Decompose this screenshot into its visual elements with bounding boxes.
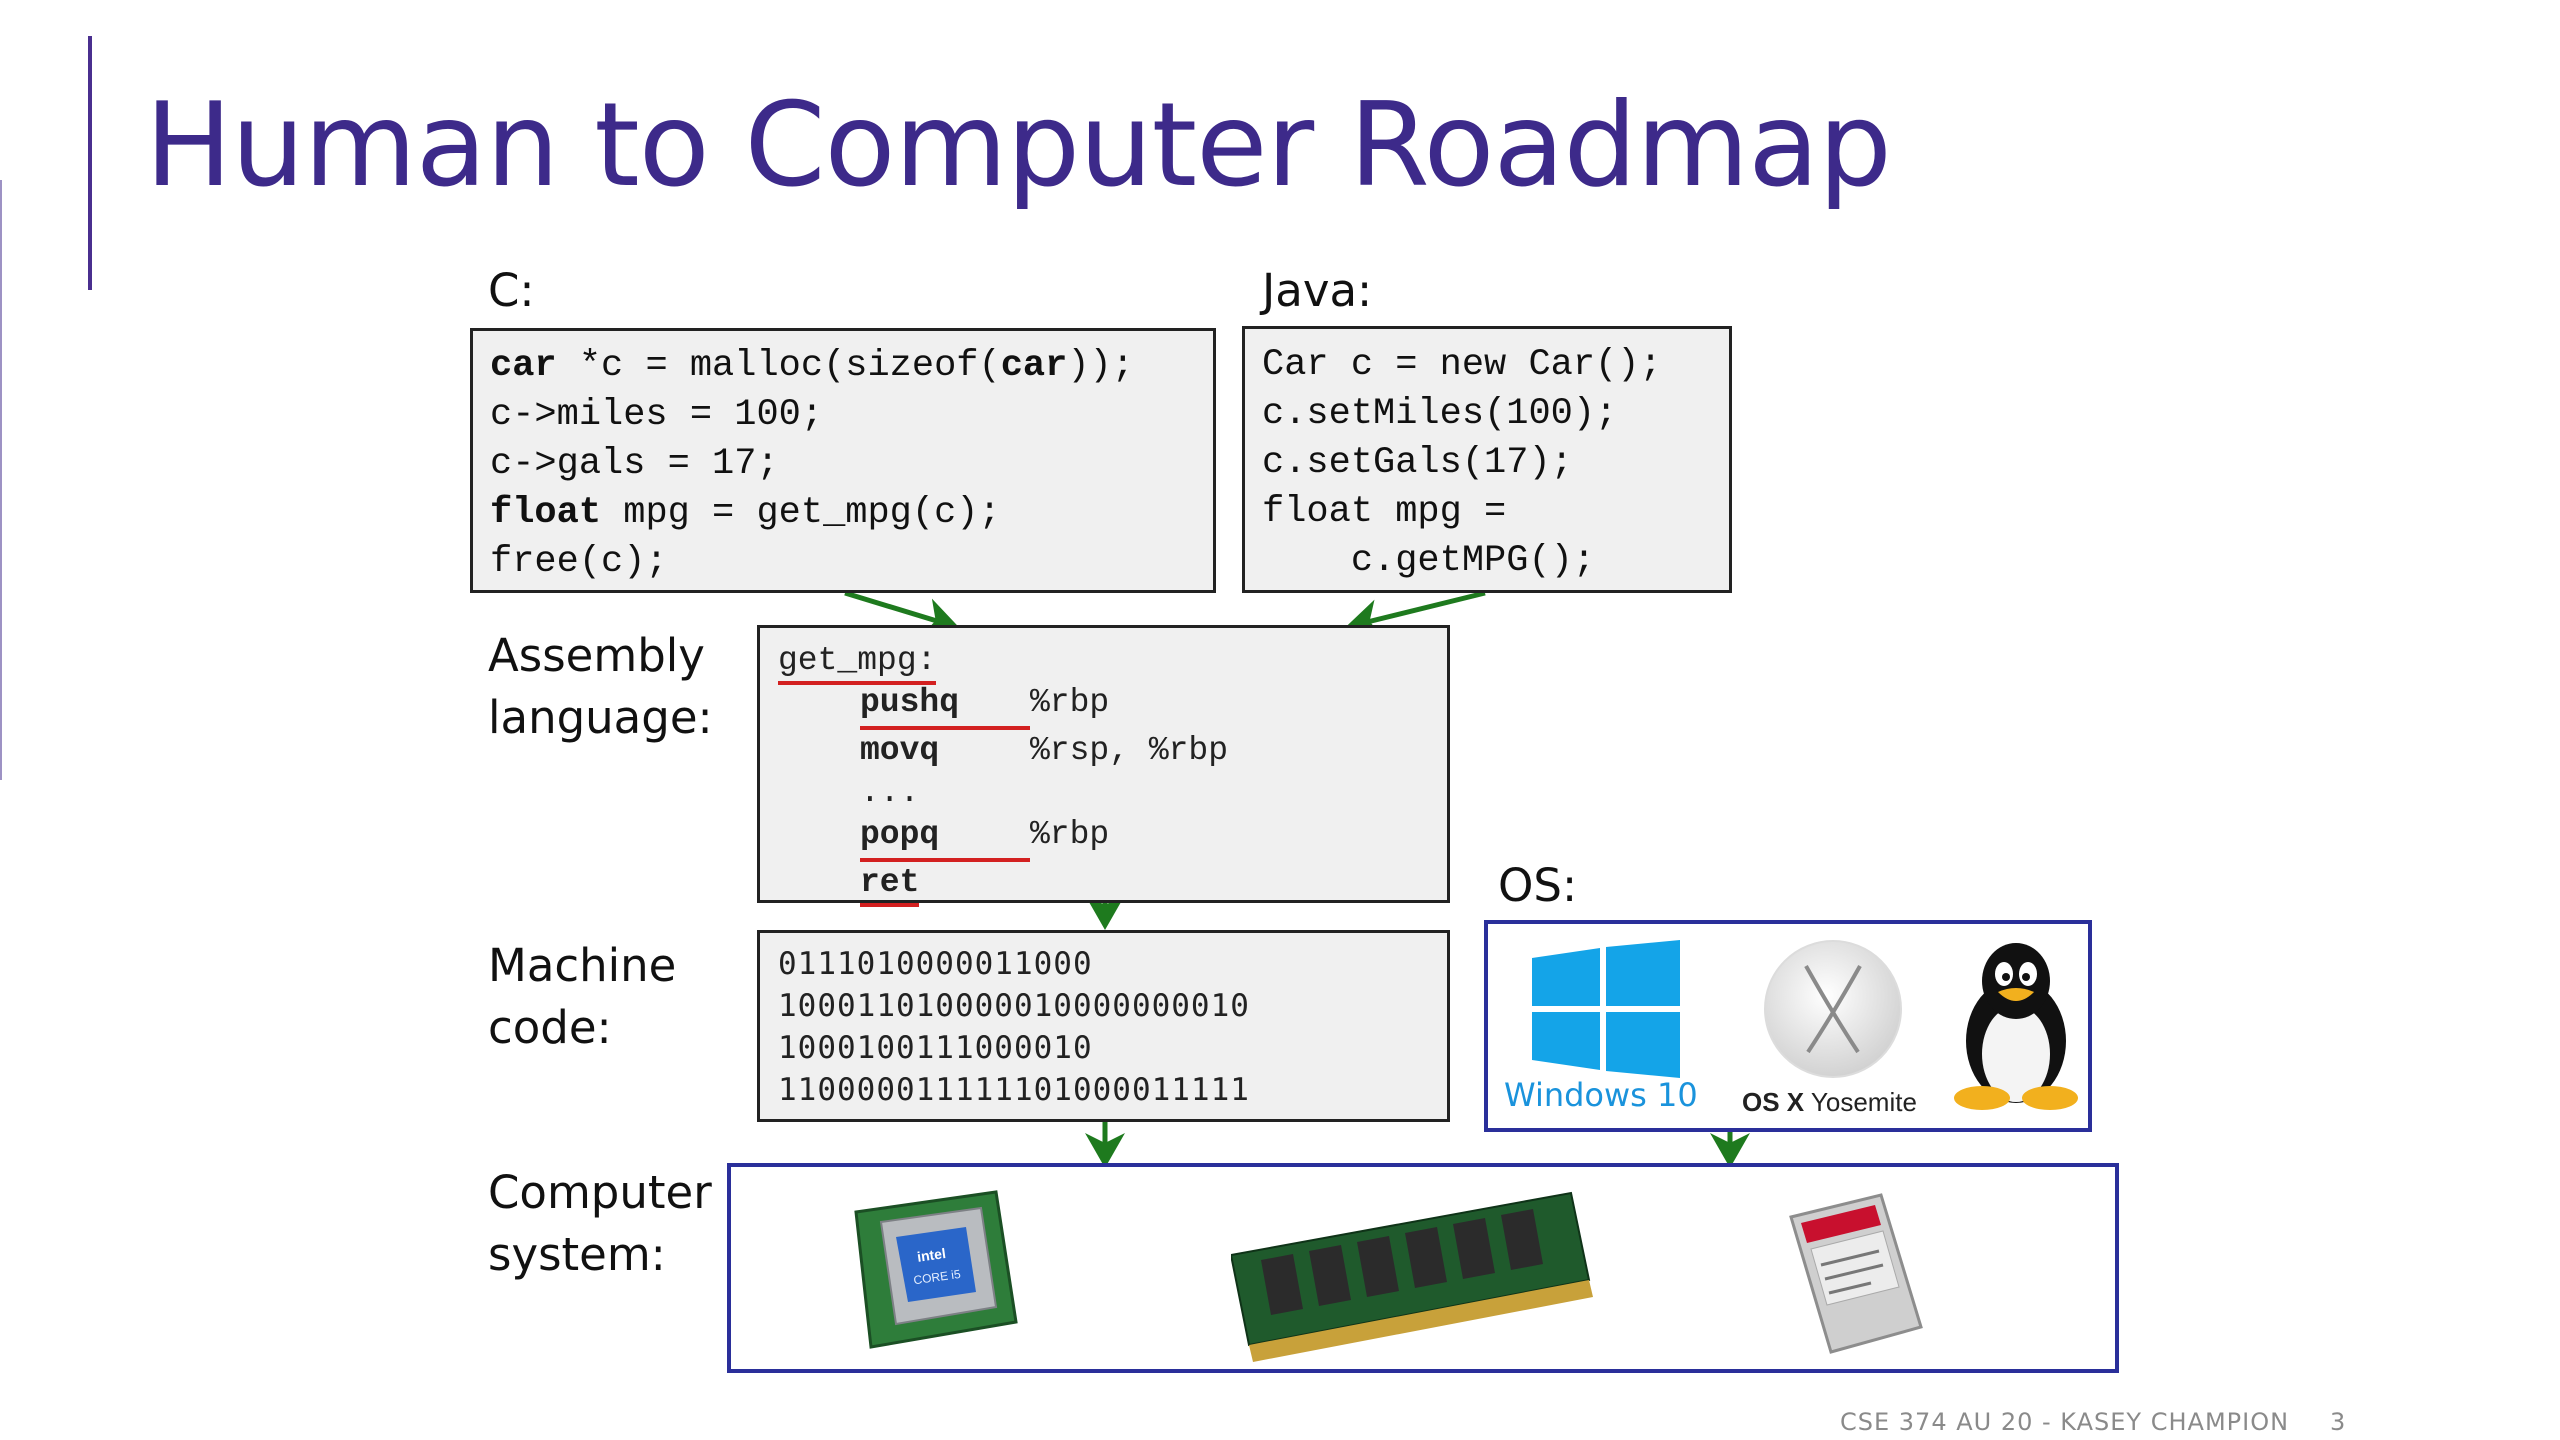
slide-title: Human to Computer Roadmap (145, 78, 1892, 213)
cpu-chip-icon: intel CORE i5 (854, 1190, 1018, 1349)
java-code-line-3: c.setGals(17); (1262, 442, 1573, 484)
linux-penguin-icon (1954, 943, 2078, 1110)
computer-label-line-1: Computer (488, 1166, 712, 1219)
ram-module-icon (1231, 1191, 1593, 1362)
asm-row-4: popq%rbp (778, 814, 1447, 862)
assembly-code-box: get_mpg: pushq%rbp movq%rsp, %rbp ... po… (757, 625, 1450, 907)
arrow-java-to-asm (1345, 590, 1486, 639)
slide-left-edge (0, 180, 2, 780)
machine-code-line-3: 1000100111000010 (778, 1030, 1093, 1066)
java-code-line-1: Car c = new Car(); (1262, 344, 1662, 386)
machine-code-line-1: 0111010000011000 (778, 946, 1093, 982)
c-code-line-2: c->miles = 100; (490, 394, 824, 436)
computer-label-line-2: system: (488, 1228, 666, 1281)
osx-logo-icon (1764, 940, 1902, 1078)
title-accent-bar (88, 36, 92, 290)
assembly-label: Assembly language: (488, 625, 713, 749)
c-code-line-3: c->gals = 17; (490, 443, 779, 485)
c-code-box: car *c = malloc(sizeof(car)); c->miles =… (470, 328, 1216, 593)
java-label: Java: (1262, 264, 1373, 317)
machine-label-line-2: code: (488, 1001, 612, 1054)
asm-row-1: pushq%rbp (778, 682, 1447, 730)
c-label: C: (488, 264, 535, 317)
java-code-box: Car c = new Car(); c.setMiles(100); c.se… (1242, 326, 1732, 593)
asm-row-3: ... (860, 774, 920, 811)
c-code-line-4: float mpg = get_mpg(c); (490, 492, 1001, 534)
windows-10-label: Windows 10 (1504, 1076, 1698, 1114)
hardware-box: intel CORE i5 (727, 1163, 2119, 1373)
java-code-line-4: float mpg = (1262, 491, 1507, 533)
assembly-label-line-2: language: (488, 691, 713, 744)
os-label: OS: (1498, 859, 1578, 912)
ssd-drive-icon (1789, 1193, 1923, 1354)
machine-code-box: 0111010000011000 10001101000001000000001… (757, 930, 1450, 1122)
machine-code-line-4: 110000011111101000011111 (778, 1072, 1250, 1108)
os-box: Windows 10 OS X Yosemite (1484, 920, 2092, 1132)
arrow-c-to-asm (844, 590, 960, 637)
page-number: 3 (2330, 1408, 2347, 1436)
asm-header: get_mpg: (778, 640, 1447, 685)
assembly-label-line-1: Assembly (488, 629, 705, 682)
asm-row-2: movq%rsp, %rbp (860, 732, 1229, 769)
machine-label-line-1: Machine (488, 939, 677, 992)
machine-code-label: Machine code: (488, 935, 676, 1059)
java-code-line-5: c.getMPG(); (1262, 540, 1596, 582)
windows-logo-icon (1532, 940, 1680, 1078)
machine-code-line-2: 100011010000010000000010 (778, 988, 1250, 1024)
svg-text:intel: intel (916, 1245, 947, 1265)
asm-row-5: ret (778, 862, 1447, 907)
computer-system-label: Computer system: (488, 1162, 712, 1286)
osx-yosemite-label: OS X Yosemite (1742, 1087, 1917, 1117)
c-code-line-5: free(c); (490, 541, 668, 583)
svg-text:CORE i5: CORE i5 (913, 1267, 962, 1287)
java-code-line-2: c.setMiles(100); (1262, 393, 1618, 435)
c-code-line-1: car *c = malloc(sizeof(car)); (490, 345, 1134, 387)
footer-course-info: CSE 374 AU 20 - KASEY CHAMPION (1840, 1408, 2290, 1436)
